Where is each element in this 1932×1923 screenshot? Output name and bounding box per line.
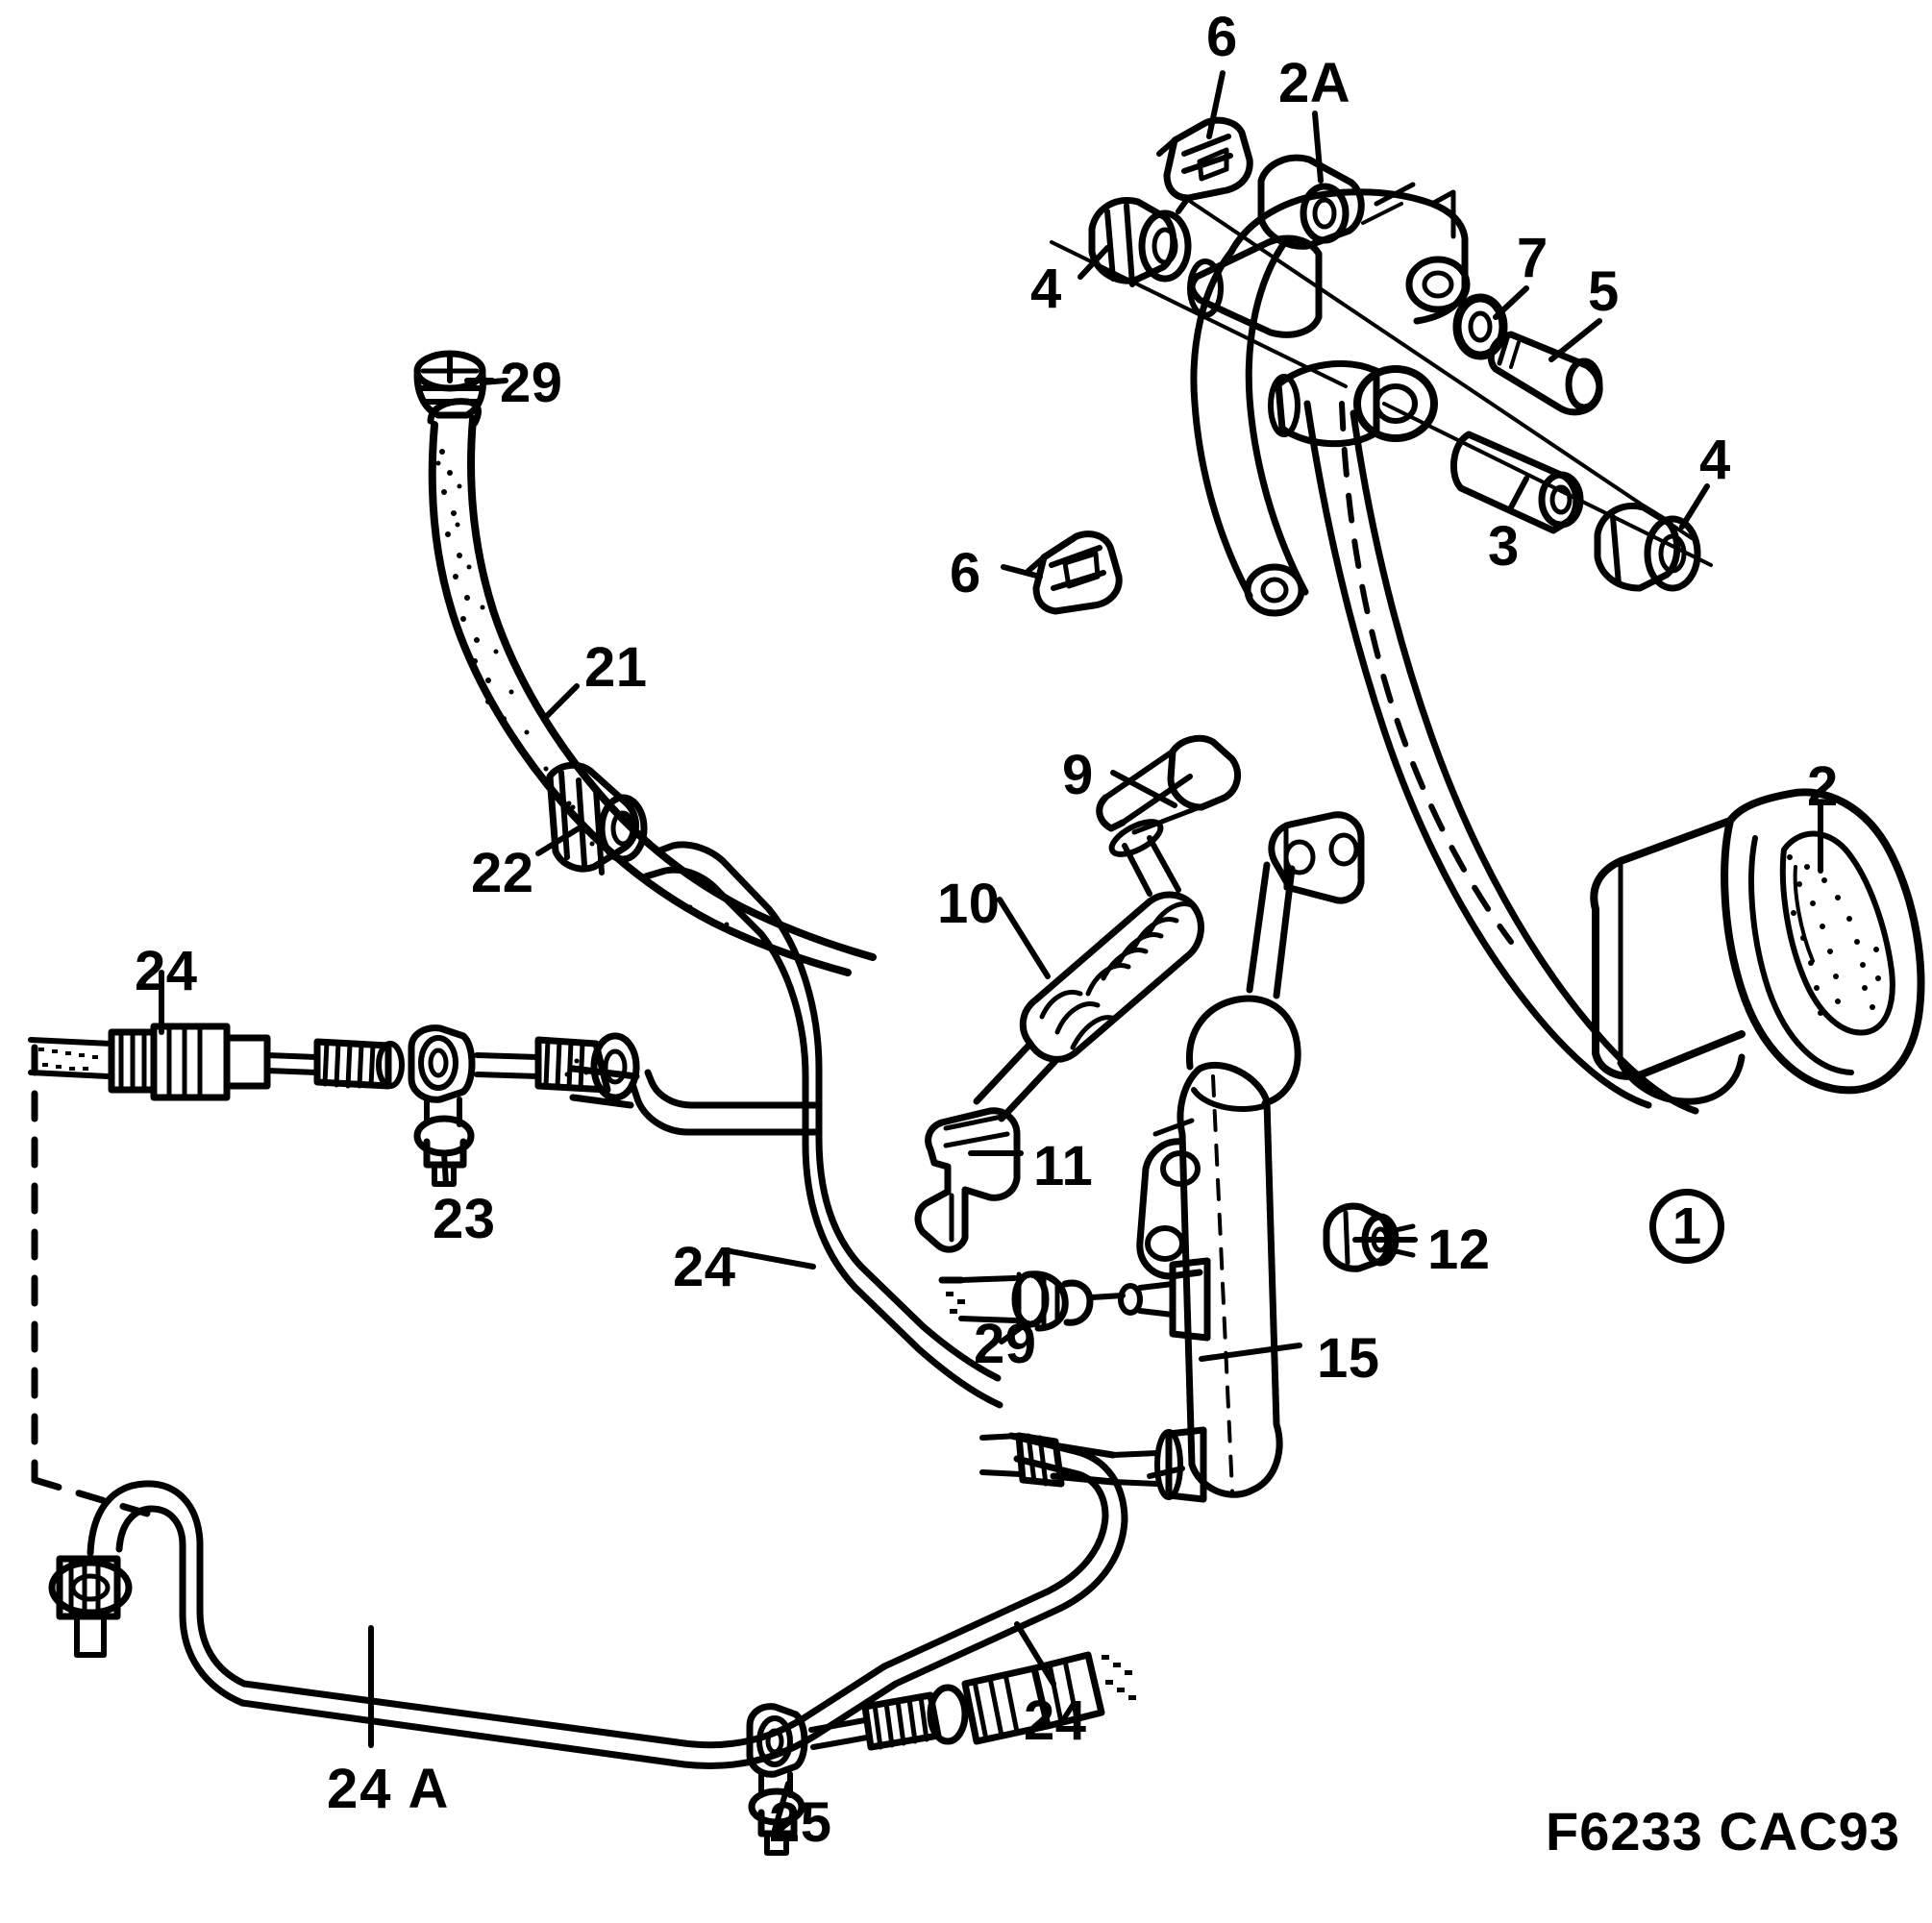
axis-line-mid [1186,198,1694,540]
clevis-pin-5 [1487,331,1603,416]
callout-22: 22 [471,842,534,904]
callout-2a: 2A [1278,52,1351,114]
callout-5: 5 [1588,260,1620,323]
shaft-tube-3 [1449,431,1584,534]
clip-6-lower [1026,530,1123,615]
callout-2: 2 [1807,755,1839,818]
callout-15: 15 [1317,1327,1380,1390]
bushing-4-right [1594,503,1701,592]
axis-line-upper [1050,240,1348,388]
callout-25: 25 [769,1791,832,1854]
boot-10 [973,891,1204,1122]
callout-23: 23 [433,1188,496,1250]
cable-assembly-lower [746,1651,1136,1856]
callout-4-left: 4 [1030,258,1062,320]
clamp-29-lower [938,1257,1211,1342]
callout-24-mid: 24 [673,1236,736,1298]
callout-29-upper: 29 [500,352,563,414]
callout-11: 11 [1033,1135,1094,1197]
pedal-pad-group [1590,788,1925,1105]
fork-11 [914,1107,1021,1253]
bushing-4-left [1088,197,1192,287]
cylinder-lower-port [979,1426,1207,1503]
callout-7: 7 [1517,227,1548,289]
callout-6-upper: 6 [1206,6,1238,68]
callout-24a: 24 A [327,1758,451,1820]
cylinder-15 [1136,811,1365,1498]
bushing-2a [1257,154,1365,250]
callout-9: 9 [1062,744,1094,806]
washer-7 [1452,293,1508,360]
pipe-24-upper [642,841,1003,1409]
callout-1-circled: 1 [1649,1189,1724,1264]
callout-12: 12 [1427,1219,1491,1281]
clip-6-upper [1156,116,1253,214]
clamp-29-upper [413,350,508,419]
callout-10: 10 [937,873,1001,935]
callout-24-top-left: 24 [135,940,198,1002]
callout-6-mid: 6 [950,542,981,604]
cable-assembly-left [28,1023,640,1187]
axis-line-lower [1382,402,1713,567]
callout-29-lower: 29 [974,1313,1037,1375]
callout-3: 3 [1488,515,1520,578]
leader-lines [159,70,1823,1833]
pedal-arm-group [1187,182,1699,1115]
callout-24-bottom: 24 [1024,1689,1087,1752]
grommet-22 [546,761,648,875]
pushrod-9 [1096,734,1242,897]
drawing-code: F6233 CAC93 [1546,1801,1900,1861]
callout-4-right: 4 [1699,429,1731,491]
callout-21: 21 [584,636,648,699]
